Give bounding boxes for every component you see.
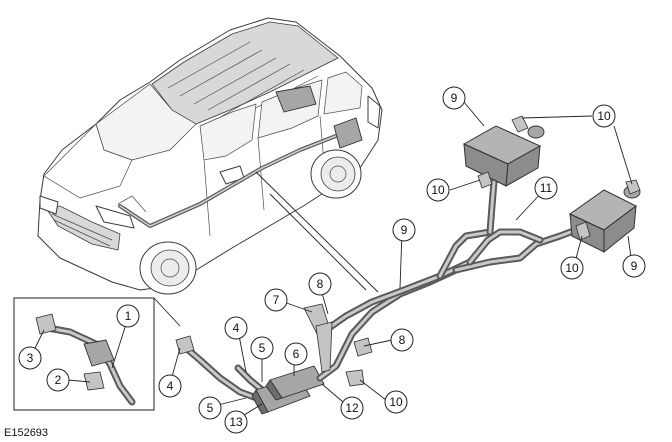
callout-4a: 4 [158,374,182,398]
callout-label: 10 [565,261,579,275]
vehicle-illustration [37,17,383,295]
callout-10a: 10 [592,104,616,128]
callout-5a: 5 [250,336,274,360]
callout-label: 9 [631,259,638,273]
callout-label: 11 [540,181,553,195]
callout-7: 7 [264,288,288,312]
callout-label: 10 [597,109,611,123]
callout-label: 2 [55,373,62,387]
callout-2: 2 [46,368,70,392]
callout-label: 13 [229,415,243,429]
callout-4b: 4 [224,316,248,340]
callout-8a: 8 [308,272,332,296]
callout-label: 12 [345,401,359,415]
callout-label: 3 [27,351,34,365]
exhaust-assembly [175,115,641,415]
hanger-bracket [353,337,373,357]
callout-13: 13 [224,410,248,434]
callout-label: 10 [389,395,403,409]
callout-11: 11 [534,176,558,200]
projection-line [269,193,367,291]
callout-label: 9 [401,223,408,237]
callout-label: 10 [431,183,445,197]
callout-label: 9 [451,91,458,105]
callout-1: 1 [116,304,140,328]
callout-6: 6 [284,342,308,366]
callout-label: 4 [233,321,240,335]
callout-8b: 8 [390,328,414,352]
callout-label: 4 [167,379,174,393]
callout-label: 7 [273,293,280,307]
projection-line [255,171,379,293]
callout-9b: 9 [442,86,466,110]
callout-9c: 9 [622,254,646,278]
callout-10c: 10 [560,256,584,280]
callout-label: 8 [317,277,324,291]
callout-10b: 10 [426,178,450,202]
callout-5b: 5 [198,396,222,420]
callout-label: 8 [399,333,406,347]
callout-label: 6 [293,347,300,361]
callout-label: 5 [259,341,266,355]
callout-9a: 9 [392,218,416,242]
callout-12: 12 [340,396,364,420]
callout-label: 5 [207,401,214,415]
callout-3: 3 [18,346,42,370]
hanger-bracket [345,369,365,387]
reference-code: E152693 [4,427,48,439]
callout-10d: 10 [384,390,408,414]
callout-label: 1 [125,309,132,323]
